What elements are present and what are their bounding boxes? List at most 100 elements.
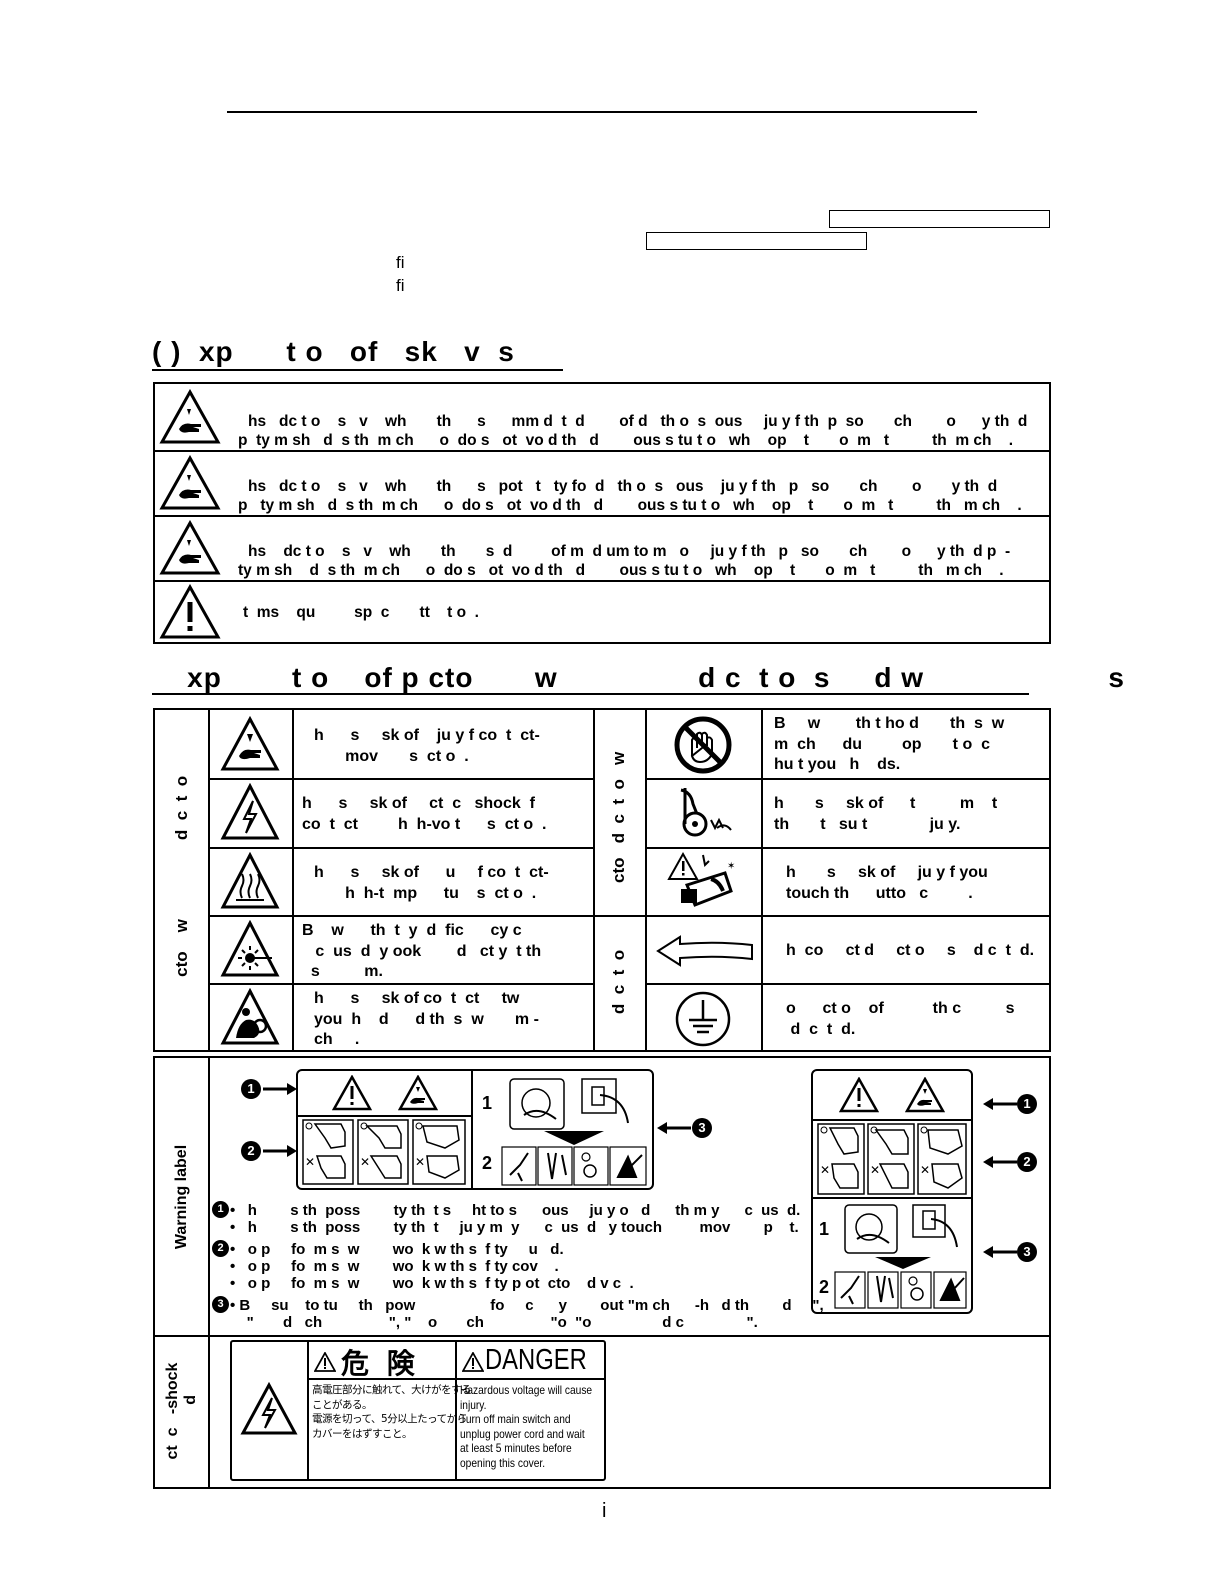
left-vertical-label-2: cto w [172, 919, 191, 977]
right-cell-3-text: h s sk of ju y f you touch th utto c . [786, 864, 988, 902]
danger-title-divider [307, 1378, 604, 1380]
svg-text:✕: ✕ [360, 1155, 370, 1169]
risk-row-divider-3 [155, 580, 1049, 582]
note-5: • o p fo m s w wo k w th s f ty p ot cto… [230, 1275, 634, 1292]
right-cell-4-text: h co ct d ct o s d c t d. [786, 942, 1035, 959]
right-cell-5-text: o ct o of th c s d c t d. [786, 1000, 1015, 1038]
machine-guard-icons: ✕✕✕ [817, 1123, 967, 1195]
left-row-divider-4 [208, 983, 593, 985]
left-cell-4-text: B w th t y d fic cy c c us d y ook d ct … [302, 922, 542, 980]
risk-row-1-line-2: p ty m sh d s th m ch o do s ot vo d th … [238, 432, 1014, 449]
right-row-divider-4 [645, 983, 1049, 985]
sticker-left-hdivider [298, 1115, 471, 1117]
svg-text:✕: ✕ [415, 1155, 425, 1169]
danger-divider-1 [307, 1342, 309, 1479]
step-2-label-right: 2 [819, 1277, 830, 1297]
entanglement-icon [220, 988, 280, 1045]
warning-label-side-text: Warning label [173, 1144, 190, 1250]
right-row-divider-2 [645, 847, 1049, 849]
hand-caution-icon [220, 716, 280, 771]
note-bullet-3: 3 [212, 1296, 229, 1313]
right-cell-2-text: h s sk of t m t th t su t ju y. [774, 795, 998, 833]
svg-text:✕: ✕ [870, 1163, 880, 1177]
left-vertical-label-1: d c t o [172, 775, 191, 841]
intro-fi-2: fi [396, 276, 405, 295]
col-divider-1 [208, 710, 210, 1050]
note-4: • o p fo m s w wo k w th s f ty cov . [230, 1258, 559, 1275]
electric-shock-icon [240, 1382, 298, 1435]
risk-row-3: hs dc t o s v wh th s d of m d um to m o… [155, 516, 1049, 580]
down-arrow-icon [544, 1131, 604, 1145]
note-bullet-2: 2 [212, 1240, 229, 1257]
step-1-label-right: 1 [819, 1219, 830, 1239]
exclamation-triangle-icon [159, 584, 221, 639]
left-cell-2-text: h s sk of ct c shock f co t ct h h-vo t … [302, 795, 547, 833]
warning-shock-divider [155, 1335, 1049, 1337]
left-row-divider-2 [208, 847, 593, 849]
belt-pinch-icon [680, 788, 732, 837]
callout-3-left: 3 [692, 1118, 712, 1138]
step-2-label: 2 [482, 1153, 493, 1173]
step-1-label: 1 [482, 1093, 493, 1113]
svg-text:✶: ✶ [727, 861, 735, 872]
risk-row-2: hs dc t o s v wh th s pot t ty fo d th o… [155, 451, 1049, 515]
section2-heading-underline [152, 693, 1029, 695]
arrow-left-icon [983, 1098, 1017, 1110]
caution-hand-icon [159, 455, 221, 510]
down-arrow-icon [875, 1257, 931, 1269]
left-cell-5-text: h s sk of co t ct tw you h d d th s w m … [314, 990, 539, 1048]
left-cell-3-text: h s sk of u f co t ct- h h-t mp tu s ct … [314, 864, 549, 902]
arrow-right-icon [263, 1083, 297, 1095]
electric-shock-icon [220, 783, 280, 840]
risk-row-3-line-1: hs dc t o s v wh th s d of m d um to m o… [248, 543, 1011, 560]
svg-text:✕: ✕ [920, 1163, 930, 1177]
right-row-divider-1 [645, 778, 1049, 780]
danger-jp-title: 危 険 [341, 1347, 419, 1380]
exclamation-triangle-icon [839, 1077, 879, 1113]
no-hand-icon [674, 716, 732, 774]
direction-arrow-icon [656, 935, 753, 967]
warning-triangle-small-icon [314, 1352, 336, 1372]
ground-icon [675, 991, 731, 1047]
warning-sticker-left: ✕ ✕ ✕ 1 2 [296, 1069, 654, 1190]
danger-jp-text: 高電圧部分に触れて、大けがをする ことがある。 電源を切って、5分以上たってから… [312, 1384, 472, 1440]
right-cell-1-text: B w th t ho d th s w m ch du op t o c hu… [774, 715, 1005, 773]
callout-2-right: 2 [1017, 1152, 1037, 1172]
caution-hand-icon [159, 520, 221, 575]
section2-heading: xp t o of p cto w d c t o s d w s [152, 662, 1125, 693]
svg-text:✕: ✕ [305, 1155, 315, 1169]
intro-box-1 [829, 210, 1050, 228]
callout-1-right: 1 [1017, 1094, 1037, 1114]
switch-off-icon [509, 1078, 629, 1130]
risk-row-1-line-1: hs dc t o s v wh th s mm d t d of d th o… [248, 413, 1028, 430]
note-3: • o p fo m s w wo k w th s f ty u d. [230, 1241, 564, 1258]
intro-fi-1: fi [396, 253, 405, 272]
col-divider-5 [761, 710, 763, 1050]
arrow-left-icon [983, 1246, 1017, 1258]
page-number: i [602, 1500, 607, 1522]
mid-vertical-label-2: d c t o [609, 949, 628, 1015]
callout-3-right: 3 [1017, 1242, 1037, 1262]
shock-label-side-text: ct c -shock d [164, 1362, 199, 1460]
risk-row-3-line-2: ty m sh d s th m ch o do s ot vo d th d … [238, 562, 1004, 579]
warning-side-divider [208, 1058, 210, 1487]
risk-row-divider-2 [155, 515, 1049, 517]
needle-parts-icons [834, 1271, 967, 1309]
col-divider-2 [292, 710, 294, 1050]
risk-row-divider-1 [155, 450, 1049, 452]
arrow-right-icon [263, 1145, 297, 1157]
risk-row-2-line-2: p ty m sh d s th m ch o do s ot vo d th … [238, 497, 1022, 514]
right-row-divider-3 [593, 915, 1049, 917]
left-row-divider-1 [208, 778, 593, 780]
exclamation-triangle-icon [332, 1075, 372, 1111]
laser-icon [220, 920, 280, 977]
machine-guard-icons: ✕ ✕ ✕ [302, 1119, 466, 1185]
warning-label-box: Warning label ct c -shock d [153, 1056, 1051, 1489]
risk-row-4: t ms qu sp c tt t o . [155, 581, 1049, 642]
risk-row-2-line-1: hs dc t o s v wh th s pot t ty fo d th o… [248, 478, 998, 495]
section1-heading-underline [152, 369, 563, 371]
hot-surface-icon [220, 852, 280, 909]
sticker-right-hdivider-2 [813, 1197, 971, 1199]
caution-hand-icon [398, 1075, 438, 1111]
section1-heading: ( ) xp t o of sk v s [152, 336, 515, 367]
